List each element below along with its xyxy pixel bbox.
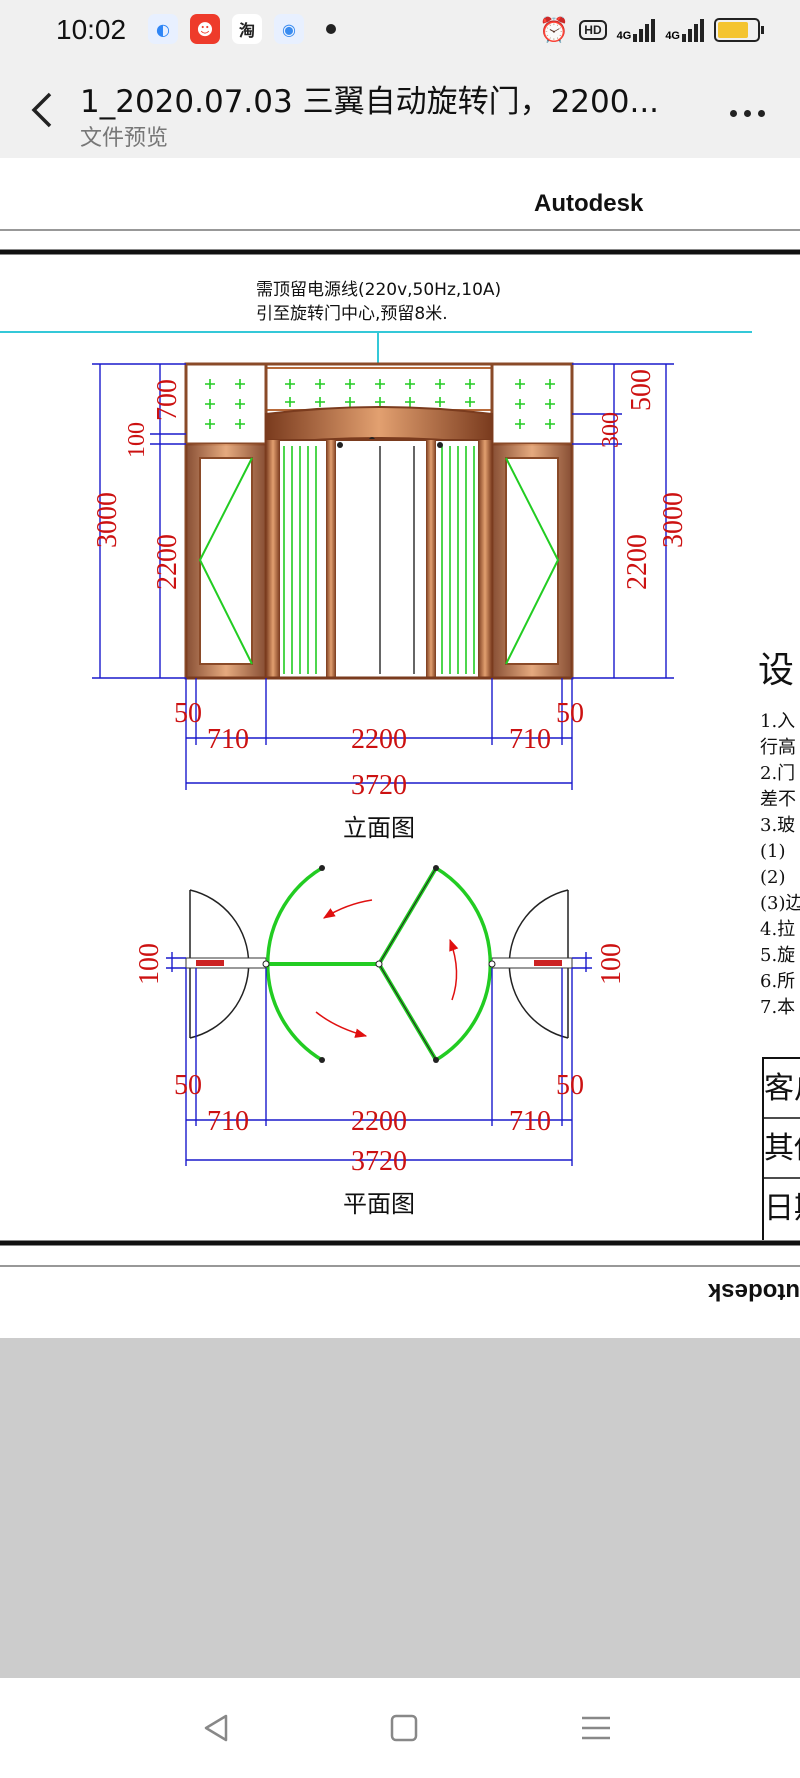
svg-text:710: 710 bbox=[509, 724, 551, 755]
svg-text:5.旋: 5.旋 bbox=[760, 945, 795, 966]
brand-label-top: Autodesk bbox=[534, 190, 644, 217]
svg-text:100: 100 bbox=[596, 943, 627, 985]
nav-back-button[interactable] bbox=[198, 1708, 238, 1748]
status-app-icons: ◐ ☻ 淘 ◉ bbox=[148, 14, 336, 44]
nav-home-icon bbox=[390, 1714, 418, 1742]
svg-text:(1): (1) bbox=[760, 841, 786, 862]
status-time: 10:02 bbox=[56, 14, 127, 45]
svg-text:50: 50 bbox=[556, 1070, 584, 1101]
empty-page-area bbox=[0, 1338, 800, 1678]
blue-app-icon: ◉ bbox=[274, 14, 304, 44]
nav-back-icon bbox=[204, 1714, 228, 1742]
back-button[interactable] bbox=[22, 88, 62, 132]
nav-menu-icon bbox=[582, 1716, 610, 1740]
svg-text:6.所: 6.所 bbox=[760, 971, 795, 992]
status-bar: 10:02 ◐ ☻ 淘 ◉ ⏰ HD 4G 4G bbox=[0, 0, 800, 64]
svg-text:(3)边: (3)边 bbox=[760, 893, 800, 914]
svg-text:客户: 客户 bbox=[764, 1071, 800, 1106]
svg-text:3000: 3000 bbox=[92, 492, 123, 548]
plan-view bbox=[185, 865, 573, 1063]
more-dots-icon bbox=[729, 109, 737, 117]
brand-label-bottom-mirrored: utodesk bbox=[707, 1278, 800, 1305]
hd-icon: HD bbox=[579, 20, 607, 40]
svg-text:3720: 3720 bbox=[351, 770, 407, 801]
svg-text:行高: 行高 bbox=[760, 737, 796, 758]
svg-text:差不: 差不 bbox=[760, 789, 796, 810]
system-nav-bar bbox=[0, 1678, 800, 1778]
alarm-icon: ⏰ bbox=[539, 16, 570, 44]
signal-4g-icon: 4G bbox=[665, 18, 704, 42]
svg-text:3.玻: 3.玻 bbox=[760, 815, 795, 836]
svg-text:700: 700 bbox=[152, 379, 183, 421]
red-app-icon: ☻ bbox=[190, 14, 220, 44]
plan-dimension-labels: 100 100 50 710 2200 710 50 3720 bbox=[134, 943, 627, 1177]
cad-drawing: Autodesk 需顶留电源线(220v,50Hz,10A) 引至旋转门中心,预… bbox=[0, 190, 800, 1305]
rotation-arrow-icon bbox=[449, 938, 459, 1001]
elevation-dimensions bbox=[92, 363, 674, 790]
svg-text:7.本: 7.本 bbox=[760, 997, 795, 1018]
svg-text:100: 100 bbox=[134, 943, 165, 985]
plan-label: 平面图 bbox=[343, 1190, 415, 1218]
svg-text:710: 710 bbox=[207, 1106, 249, 1137]
battery-icon bbox=[714, 18, 764, 42]
svg-text:50: 50 bbox=[174, 698, 202, 729]
svg-text:3000: 3000 bbox=[658, 492, 689, 548]
svg-text:设: 设 bbox=[758, 650, 794, 691]
taobao-icon: 淘 bbox=[232, 14, 262, 44]
signal-4g-icon: 4G bbox=[617, 18, 656, 42]
nav-home-button[interactable] bbox=[384, 1708, 424, 1748]
browser-icon: ◐ bbox=[148, 14, 178, 44]
title-bar: 1_2020.07.03 三翼自动旋转门，2200... 文件预览 bbox=[0, 64, 800, 158]
drawing-viewer[interactable]: Autodesk 需顶留电源线(220v,50Hz,10A) 引至旋转门中心,预… bbox=[0, 158, 800, 1338]
chevron-left-icon bbox=[31, 92, 52, 128]
power-note-line2: 引至旋转门中心,预留8米. bbox=[256, 304, 448, 324]
svg-text:1.入: 1.入 bbox=[760, 711, 795, 732]
svg-text:4.拉: 4.拉 bbox=[760, 919, 795, 940]
svg-text:500: 500 bbox=[626, 369, 657, 411]
svg-text:300: 300 bbox=[598, 412, 624, 448]
document-subtitle: 文件预览 bbox=[80, 126, 169, 151]
plan-dimensions bbox=[166, 952, 592, 1166]
rotation-arrow-icon bbox=[315, 1011, 368, 1038]
svg-text:日期: 日期 bbox=[764, 1191, 800, 1226]
svg-text:2200: 2200 bbox=[622, 534, 653, 590]
svg-text:2200: 2200 bbox=[351, 1106, 407, 1137]
svg-text:100: 100 bbox=[124, 422, 150, 458]
svg-text:50: 50 bbox=[556, 698, 584, 729]
power-note-line1: 需顶留电源线(220v,50Hz,10A) bbox=[256, 280, 501, 300]
nav-menu-button[interactable] bbox=[576, 1708, 616, 1748]
rotation-arrow-icon bbox=[322, 899, 373, 919]
svg-text:2200: 2200 bbox=[152, 534, 183, 590]
svg-text:50: 50 bbox=[174, 1070, 202, 1101]
more-options-button[interactable] bbox=[722, 98, 772, 128]
notification-dot bbox=[326, 24, 336, 34]
design-notes: 设 1.入 行高 2.门 差不 3.玻 (1) (2) (3)边 4.拉 5.旋… bbox=[758, 650, 800, 1018]
svg-text:其他: 其他 bbox=[764, 1131, 800, 1166]
title-block-table: 客户 其他 日期 bbox=[762, 1057, 800, 1240]
svg-text:710: 710 bbox=[207, 724, 249, 755]
svg-text:710: 710 bbox=[509, 1106, 551, 1137]
elevation-label: 立面图 bbox=[343, 814, 415, 842]
elevation-dimension-labels: 700 100 3000 2200 500 300 3000 2200 50 7… bbox=[92, 369, 689, 801]
svg-text:2200: 2200 bbox=[351, 724, 407, 755]
svg-text:(2): (2) bbox=[760, 867, 786, 888]
document-title: 1_2020.07.03 三翼自动旋转门，2200... bbox=[80, 84, 660, 120]
svg-text:2.门: 2.门 bbox=[760, 763, 795, 784]
elevation-view bbox=[184, 362, 574, 680]
svg-text:3720: 3720 bbox=[351, 1146, 407, 1177]
status-indicators: ⏰ HD 4G 4G bbox=[539, 16, 764, 44]
